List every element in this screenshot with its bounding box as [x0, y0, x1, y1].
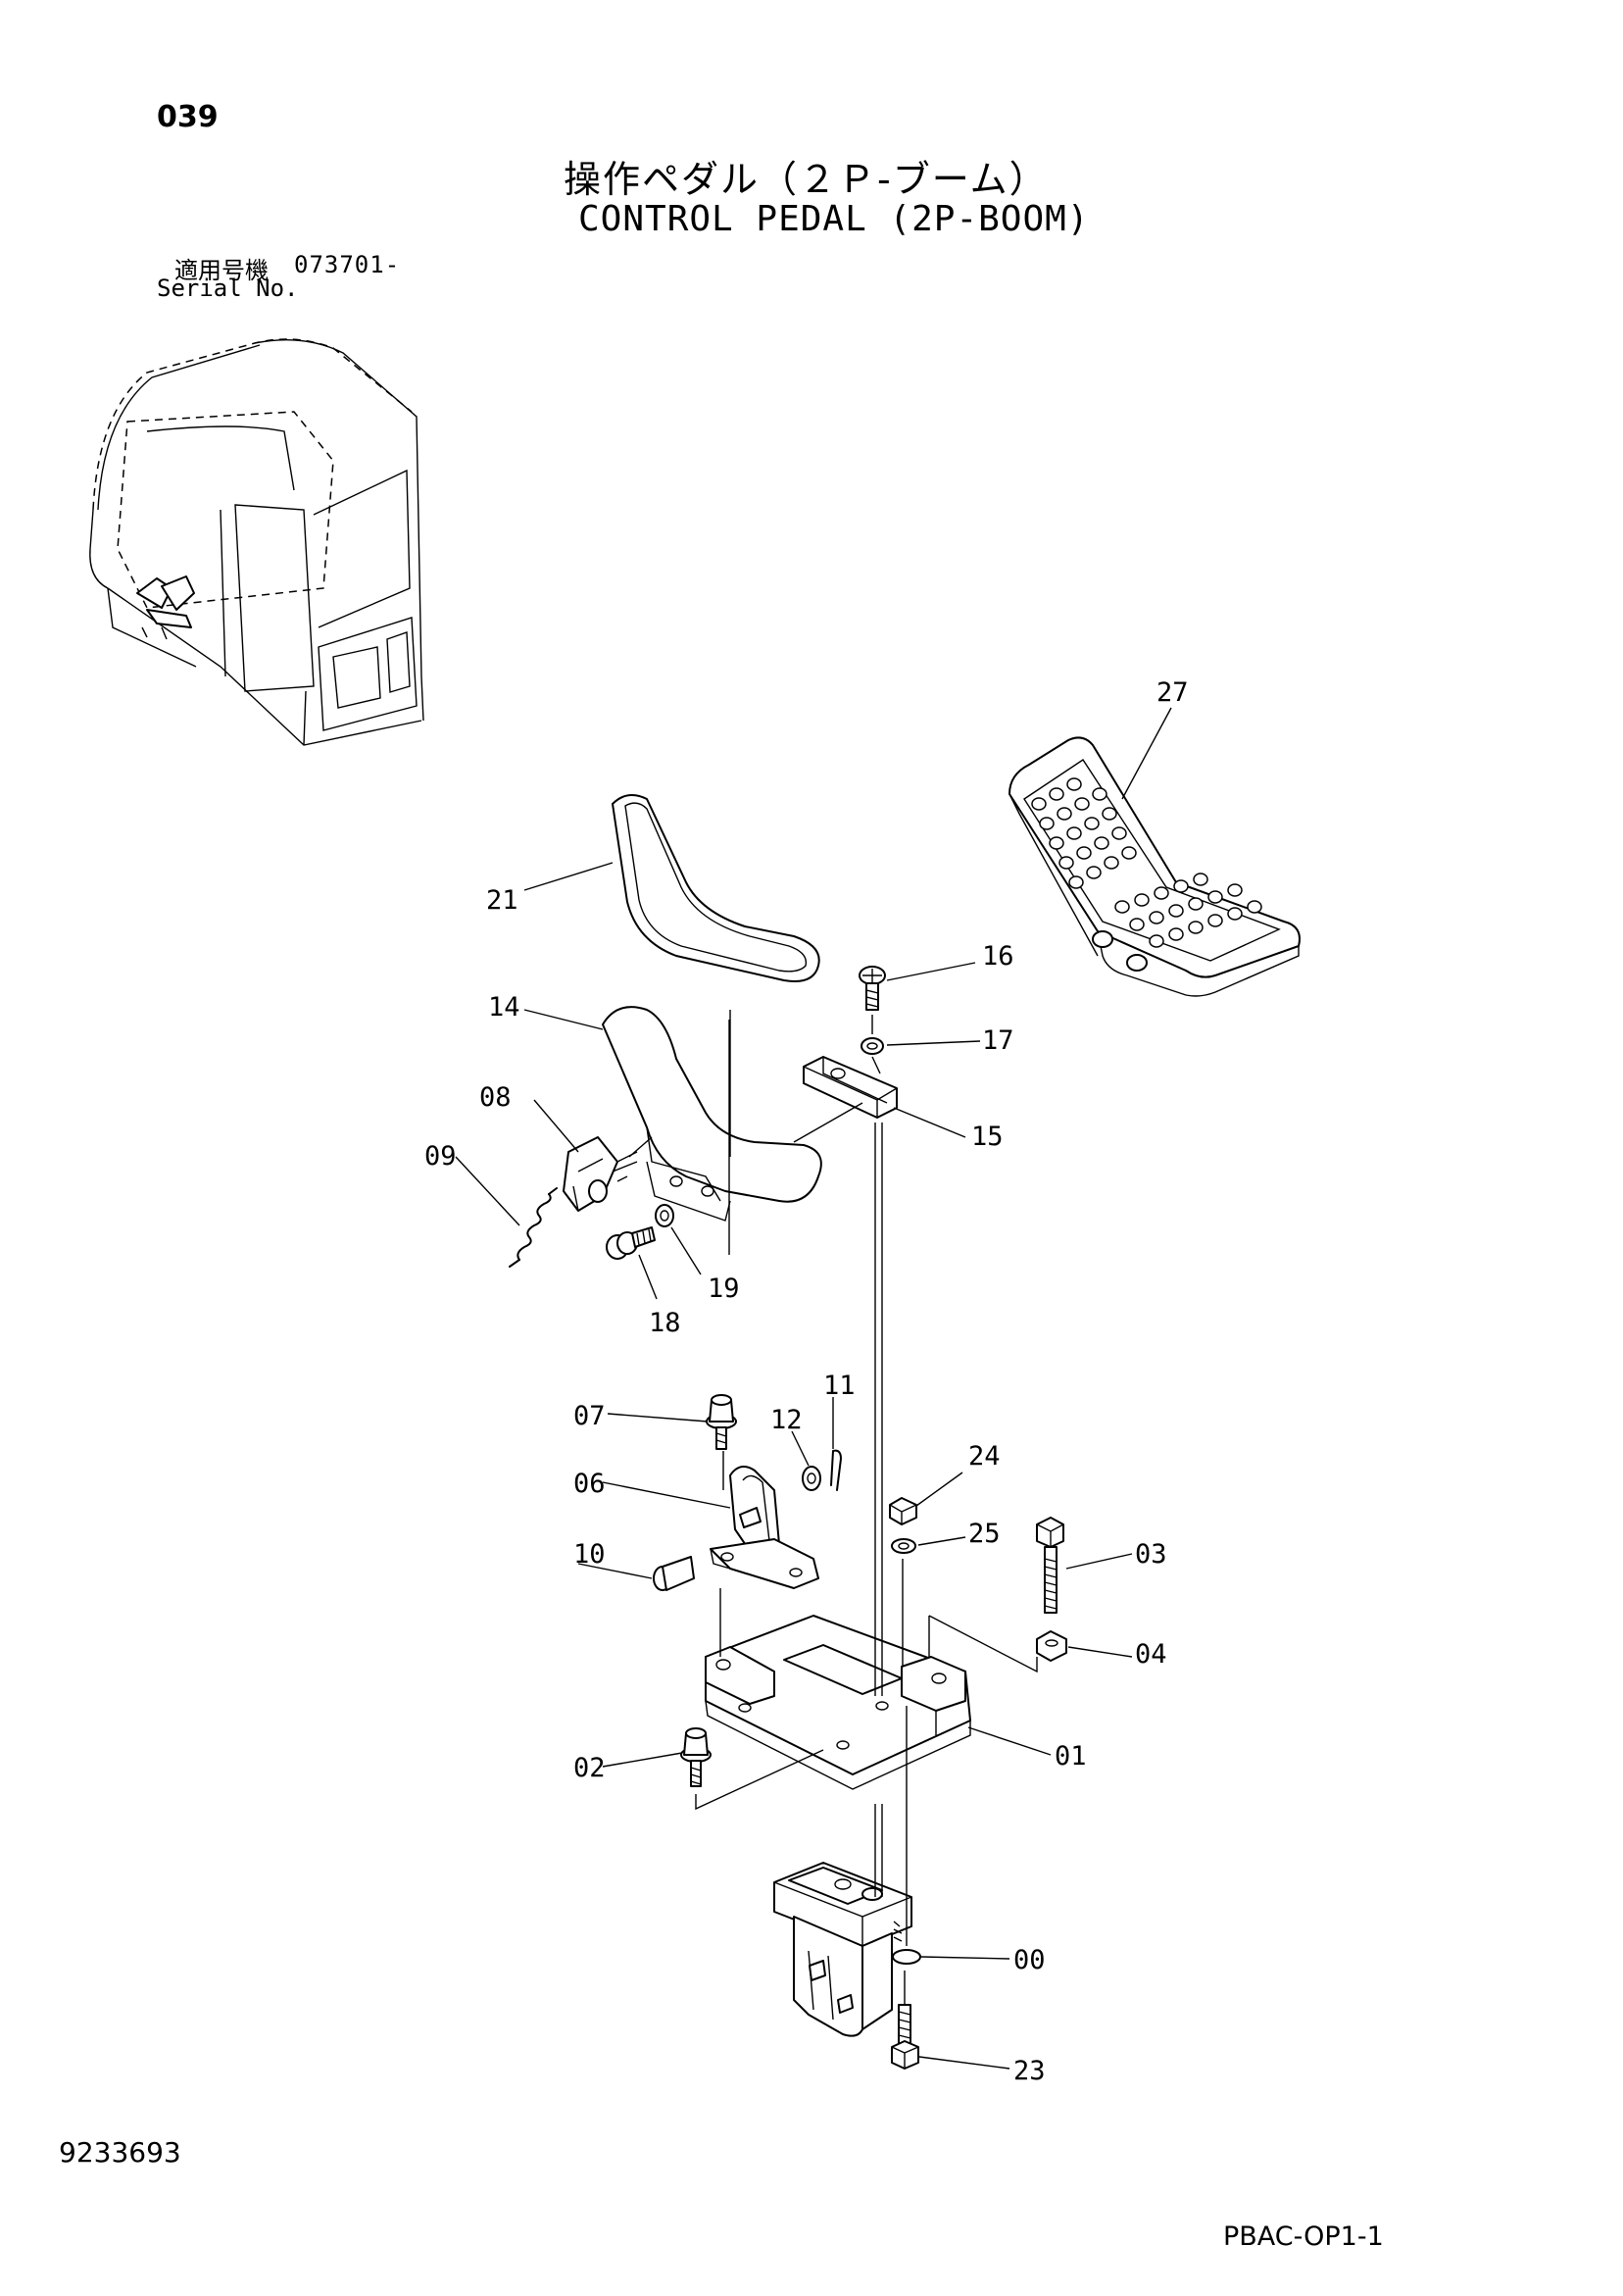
part-12-washer	[802, 1466, 821, 1491]
callout-07: 07	[573, 1401, 606, 1431]
title-japanese: 操作ペダル（２Ｐ-ブーム）	[564, 158, 1049, 201]
callout-12: 12	[770, 1405, 803, 1435]
part-23-bolt	[891, 2004, 919, 2070]
assembly-lines	[628, 1010, 1038, 2005]
part-08-switch	[563, 1136, 638, 1212]
part-02-flange-bolt	[680, 1727, 712, 1787]
pad-stud	[1084, 817, 1100, 830]
pad-stud	[1086, 866, 1102, 879]
pad-stud	[1068, 875, 1084, 889]
part-17-washer	[861, 1037, 884, 1055]
part-25-washer	[891, 1538, 916, 1554]
callout-08: 08	[479, 1082, 512, 1113]
callout-06: 06	[573, 1469, 606, 1499]
pad-stud	[1173, 879, 1189, 893]
pad-stud	[1104, 856, 1119, 870]
callout-00: 00	[1013, 1945, 1046, 1975]
pad-stud	[1207, 914, 1223, 927]
callout-23: 23	[1013, 2056, 1046, 2086]
pad-stud	[1168, 904, 1184, 918]
callout-01: 01	[1055, 1741, 1087, 1772]
callout-21: 21	[486, 885, 518, 916]
pad-stud	[1149, 934, 1164, 948]
callout-04: 04	[1135, 1639, 1167, 1670]
pad-stud	[1058, 856, 1074, 870]
pad-studs	[1031, 777, 1262, 948]
callout-25: 25	[968, 1519, 1001, 1549]
pad-stud	[1074, 797, 1090, 811]
title-english: CONTROL PEDAL (2P-BOOM)	[578, 199, 1090, 239]
document-number: 9233693	[59, 2136, 181, 2169]
pad-stud	[1039, 817, 1055, 830]
page-number: 039	[157, 100, 219, 134]
callout-09: 09	[424, 1141, 457, 1172]
pad-stud	[1094, 836, 1109, 850]
pad-stud	[1168, 927, 1184, 941]
callout-27: 27	[1156, 677, 1189, 708]
callout-02: 02	[573, 1753, 606, 1783]
part-06-hinge-bracket	[710, 1466, 819, 1589]
pad-stud	[1247, 900, 1262, 914]
part-07-flange-bolt	[706, 1394, 737, 1450]
callout-11: 11	[823, 1371, 856, 1401]
part-11-cotter-pin	[830, 1449, 842, 1491]
pad-stud	[1057, 807, 1072, 821]
leader-lines	[455, 707, 1172, 2070]
serial-label-english: Serial No.	[157, 275, 299, 302]
callout-18: 18	[649, 1308, 681, 1338]
part-27-rubber-pad	[1008, 736, 1301, 997]
serial-label-japanese: 適用号機	[174, 257, 269, 284]
part-03-bolt	[1036, 1517, 1064, 1614]
callout-19: 19	[708, 1273, 740, 1304]
callout-03: 03	[1135, 1539, 1167, 1570]
part-18-bolt	[606, 1226, 656, 1260]
callout-15: 15	[971, 1122, 1004, 1152]
part-09-spring	[509, 1187, 558, 1268]
part-16-screw	[859, 966, 886, 1011]
part-01-base-plate	[705, 1615, 971, 1790]
pad-stud	[1227, 907, 1243, 921]
part-15-bracket	[803, 1056, 898, 1119]
callout-16: 16	[982, 941, 1014, 972]
pad-stud	[1193, 873, 1208, 886]
pad-stud	[1102, 807, 1117, 821]
callout-24: 24	[968, 1441, 1001, 1472]
pad-stud	[1049, 836, 1064, 850]
callout-17: 17	[982, 1025, 1014, 1056]
pad-stud	[1154, 886, 1169, 900]
cab-overview-icon	[89, 338, 424, 746]
pad-stud	[1149, 911, 1164, 924]
part-14-pedal-plate	[602, 1006, 822, 1222]
callout-14: 14	[488, 992, 520, 1023]
pad-stud	[1066, 826, 1082, 840]
page-code: PBAC-OP1-1	[1223, 2221, 1384, 2252]
callout-numbers: 27 21 16 17 14 15 08 09 19 18 11 12 07 2…	[424, 677, 1189, 2086]
part-21-pedal-cover	[612, 794, 820, 982]
part-10-pin	[653, 1556, 695, 1591]
pad-stud	[1207, 890, 1223, 904]
pad-stud	[1049, 787, 1064, 801]
part-24-nut	[889, 1497, 917, 1525]
pad-stud	[1188, 897, 1204, 911]
serial-value: 073701-	[294, 251, 401, 278]
pad-stud	[1114, 900, 1130, 914]
pad-stud	[1188, 921, 1204, 934]
pad-stud	[1066, 777, 1082, 791]
pad-stud	[1092, 787, 1107, 801]
callout-10: 10	[573, 1539, 606, 1570]
pad-stud	[1076, 846, 1092, 860]
pad-stud	[1134, 893, 1150, 907]
pad-stud	[1111, 826, 1127, 840]
part-04-nut	[1036, 1630, 1067, 1662]
pad-stud	[1031, 797, 1047, 811]
part-19-washer	[655, 1204, 674, 1227]
pad-stud	[1227, 883, 1243, 897]
pad-stud	[1129, 918, 1145, 931]
pad-stud	[1121, 846, 1137, 860]
